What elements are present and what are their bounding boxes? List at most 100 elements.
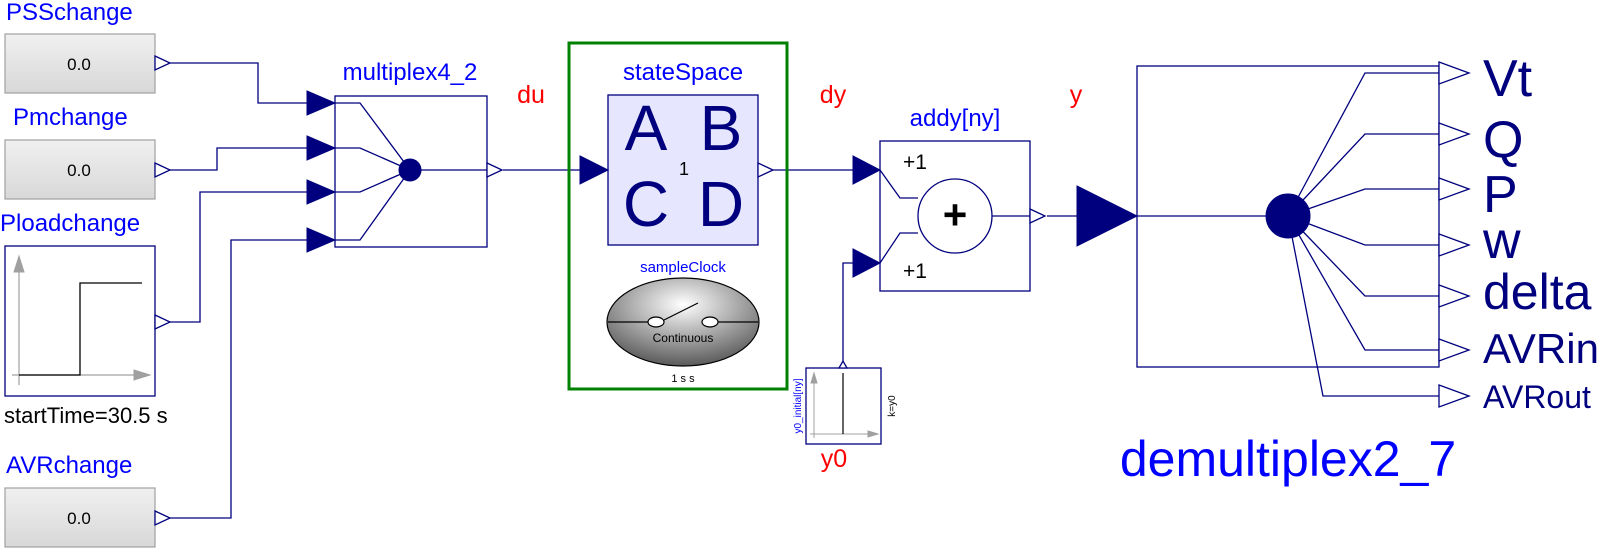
demux-input-port[interactable] bbox=[1076, 185, 1139, 247]
demux-block[interactable]: Vt Q P w delta AVRin AVRout demultiplex2… bbox=[1076, 50, 1599, 487]
addy-line-bottom bbox=[879, 232, 918, 264]
mux-junction bbox=[398, 158, 422, 182]
connector-y: y bbox=[1070, 81, 1083, 109]
addy-sum-circle bbox=[917, 178, 993, 254]
ploadchange-param: startTime=30.5 s bbox=[4, 403, 168, 428]
ploadchange-output-port[interactable] bbox=[154, 313, 172, 331]
pmchange-block[interactable]: Pmchange 0.0 bbox=[4, 104, 172, 200]
avrchange-block[interactable]: AVRchange 0.0 bbox=[4, 452, 172, 548]
sampleclock-label: sampleClock bbox=[640, 259, 726, 276]
wire-avrchange bbox=[168, 239, 307, 519]
addy-sum-symbol: + bbox=[943, 191, 968, 238]
statespace-matrix-box bbox=[607, 94, 759, 246]
demux-output-port-1[interactable] bbox=[1438, 61, 1471, 85]
pmchange-label: Pmchange bbox=[13, 104, 128, 131]
pmchange-box bbox=[4, 139, 156, 200]
psschange-box bbox=[4, 33, 156, 94]
multiplex-label: multiplex4_2 bbox=[343, 59, 478, 86]
psschange-output-port[interactable] bbox=[154, 54, 172, 72]
demux-output-label-1: Vt bbox=[1483, 50, 1533, 108]
pmchange-output-port[interactable] bbox=[154, 161, 172, 179]
demux-line-1 bbox=[1287, 72, 1439, 217]
psschange-value: 0.0 bbox=[67, 55, 91, 74]
demux-output-port-2[interactable] bbox=[1438, 122, 1471, 146]
demux-junction bbox=[1265, 193, 1311, 239]
mux-input-port-2[interactable] bbox=[306, 135, 337, 161]
avrchange-label: AVRchange bbox=[6, 452, 132, 479]
avrchange-value: 0.0 bbox=[67, 509, 91, 528]
demux-output-port-7[interactable] bbox=[1438, 384, 1471, 408]
ploadchange-label: Ploadchange bbox=[0, 210, 140, 237]
ploadchange-block[interactable]: Ploadchange startTime=30.5 s bbox=[0, 210, 172, 428]
y0-output-port[interactable] bbox=[837, 359, 849, 369]
wire-y0 bbox=[842, 262, 853, 361]
matrix-subscript: 1 bbox=[679, 159, 689, 179]
addy-line-top bbox=[879, 169, 918, 199]
y0-label-left: y0_initial[ny] bbox=[793, 378, 804, 433]
statespace-block[interactable]: stateSpace A B C D 1 sampleClock Continu… bbox=[567, 41, 789, 391]
mux-line-1 bbox=[335, 102, 411, 171]
matrix-a: A bbox=[625, 92, 668, 164]
wire-pmchange bbox=[168, 147, 307, 171]
demux-output-label-7: AVRout bbox=[1483, 379, 1591, 415]
mux-input-port-3[interactable] bbox=[306, 179, 337, 205]
addy-gain-1: +1 bbox=[903, 151, 927, 174]
demux-line-6 bbox=[1287, 215, 1439, 351]
demux-output-label-4: w bbox=[1482, 212, 1521, 270]
pmchange-value: 0.0 bbox=[67, 161, 91, 180]
wire-psschange bbox=[168, 62, 307, 104]
demux-line-2 bbox=[1287, 133, 1439, 217]
matrix-d: D bbox=[698, 168, 744, 240]
statespace-output-port[interactable] bbox=[757, 161, 775, 179]
connector-du: du bbox=[517, 81, 545, 109]
connector-dy: dy bbox=[820, 81, 847, 109]
mux-output-port[interactable] bbox=[486, 161, 504, 179]
sampleclock-contact-right bbox=[701, 316, 719, 328]
y0-label-right: k=y0 bbox=[887, 395, 898, 417]
demux-output-label-5: delta bbox=[1483, 264, 1592, 320]
demux-output-port-3[interactable] bbox=[1438, 177, 1471, 201]
addy-input-port-1[interactable] bbox=[852, 155, 882, 185]
demux-line-4 bbox=[1287, 215, 1439, 246]
demux-output-label-6: AVRin bbox=[1483, 325, 1599, 372]
sampleclock-ellipse[interactable] bbox=[606, 277, 760, 367]
mux-input-port-4[interactable] bbox=[306, 227, 337, 253]
clock-partition-border bbox=[567, 41, 789, 391]
demux-output-label-3: P bbox=[1483, 166, 1518, 224]
demux-line-5 bbox=[1287, 215, 1439, 297]
sampleclock-contact-left bbox=[647, 316, 665, 328]
psschange-label: PSSchange bbox=[6, 0, 133, 26]
step-x-arrow bbox=[133, 369, 152, 381]
mux-line-3 bbox=[335, 169, 411, 193]
connector-y0: y0 bbox=[821, 445, 847, 473]
sampleclock-switch bbox=[663, 302, 699, 321]
y0-block[interactable]: y0_initial[ny] k=y0 bbox=[793, 359, 898, 445]
wire-ploadchange bbox=[168, 191, 307, 323]
demux-line-3 bbox=[1287, 188, 1439, 217]
y0-axis-y-arrow bbox=[810, 371, 818, 384]
statespace-label: stateSpace bbox=[623, 59, 743, 86]
statespace-input-port[interactable] bbox=[579, 155, 610, 185]
step-curve bbox=[19, 282, 142, 376]
multiplex-block[interactable]: multiplex4_2 bbox=[306, 59, 504, 253]
avrchange-box bbox=[4, 487, 156, 548]
addy-block[interactable]: addy[ny] + +1 +1 bbox=[852, 105, 1047, 292]
addy-input-port-2[interactable] bbox=[852, 248, 882, 278]
addy-label: addy[ny] bbox=[910, 105, 1001, 132]
matrix-c: C bbox=[623, 168, 669, 240]
psschange-block[interactable]: PSSchange 0.0 bbox=[4, 0, 172, 94]
addy-output-port[interactable] bbox=[1029, 207, 1047, 225]
matrix-b: B bbox=[700, 92, 743, 164]
addy-gain-2: +1 bbox=[903, 260, 927, 283]
demux-output-port-4[interactable] bbox=[1438, 233, 1471, 257]
mux-line-2 bbox=[335, 147, 411, 171]
demux-line-7 bbox=[1287, 215, 1439, 397]
sampleclock-mode: Continuous bbox=[653, 331, 714, 345]
demux-output-port-5[interactable] bbox=[1438, 284, 1471, 308]
avrchange-output-port[interactable] bbox=[154, 509, 172, 527]
demux-output-port-6[interactable] bbox=[1438, 338, 1471, 362]
demux-output-label-2: Q bbox=[1483, 111, 1523, 169]
sampleclock-period: 1 s s bbox=[671, 373, 695, 385]
mux-input-port-1[interactable] bbox=[306, 90, 337, 116]
